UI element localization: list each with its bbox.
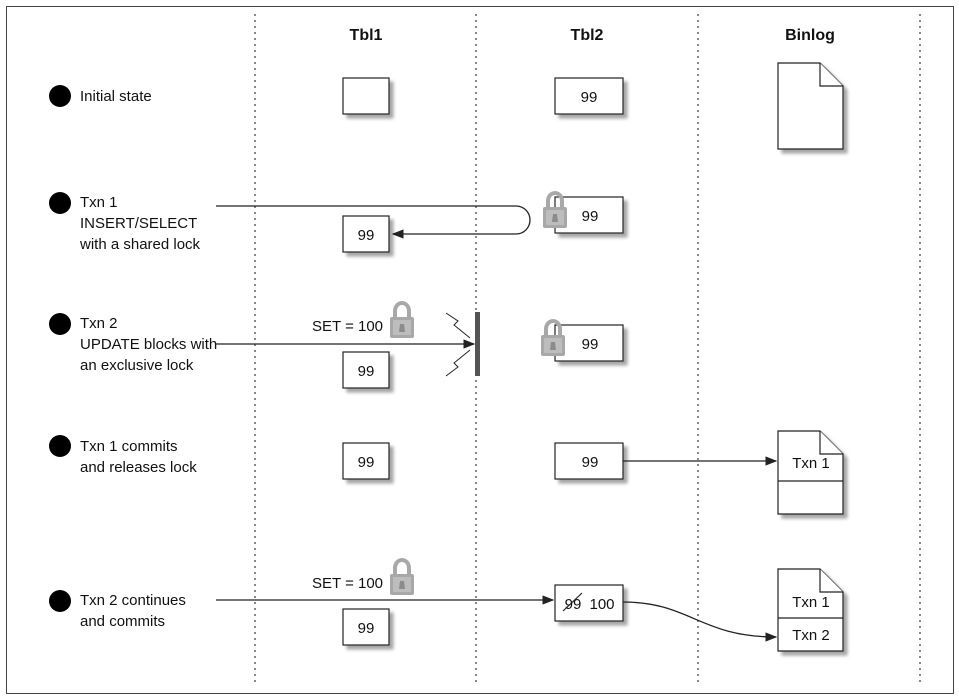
tbl1-value-step-4: 99 [358,454,375,471]
column-separators [254,14,921,684]
bullet-step-5 [49,590,71,612]
binlog-fold-step-4 [819,431,843,455]
step-3-label-line-3: an exclusive lock [80,357,194,374]
tbl1-box-initial [342,77,390,115]
select-arrow-step-2 [216,205,531,239]
bullet-step-1 [49,85,71,107]
block-zigzag-bottom [445,349,471,377]
tbl2-box-step-3 [554,324,624,362]
step-4-label-line-2: and releases lock [80,459,197,476]
tbl2-old-value-step-5: 99 [565,596,582,613]
padlock-icon-shared-step-3 [539,319,567,358]
tbl1-box-step-4 [342,442,390,480]
set-label-step-3: SET = 100 [312,318,383,335]
binlog-fold-step-5 [819,569,843,593]
tbl2-box-step-5 [554,584,624,622]
step-2-label-line-2: INSERT/SELECT [80,215,197,232]
bullet-step-3 [49,313,71,335]
binlog-entry-step-4-1: Txn 1 [792,455,830,472]
step-4-label-line-1: Txn 1 commits [80,438,178,455]
commit-arrow-step-5 [622,601,778,642]
tbl1-box-step-3 [342,351,390,389]
step-2-label-line-1: Txn 1 [80,194,118,211]
tbl1-value-step-5: 99 [358,620,375,637]
blocking-wall [475,312,480,376]
binlog-entry-step-5-2: Txn 2 [792,627,830,644]
step-5-label-line-2: and commits [80,613,165,630]
strikethrough-old-value [562,592,583,612]
binlog-fold-initial [819,63,843,87]
tbl1-box-step-5 [342,608,390,646]
binlog-entry-step-5-1: Txn 1 [792,594,830,611]
block-zigzag-top [445,312,471,339]
set-label-step-5: SET = 100 [312,575,383,592]
padlock-icon-exclusive-step-3 [388,301,416,340]
tbl2-value-step-3: 99 [582,336,599,353]
header-tbl2: Tbl2 [571,27,604,44]
tbl1-value-step-2: 99 [358,227,375,244]
header-tbl1: Tbl1 [350,27,383,44]
binlog-document-icon-initial [777,62,844,150]
bullet-step-2 [49,192,71,214]
tbl2-value-initial: 99 [581,89,598,106]
padlock-icon-exclusive-step-5 [388,558,416,597]
tbl2-value-step-4: 99 [582,454,599,471]
diagram-frame [6,6,954,694]
header-binlog: Binlog [785,27,835,44]
step-1-label: Initial state [80,88,152,105]
step-3-label-line-1: Txn 2 [80,315,118,332]
step-5-label-line-1: Txn 2 continues [80,592,186,609]
step-bullets [49,85,71,612]
step-3-label-line-2: UPDATE blocks with [80,336,217,353]
binlog-document-icon-step-4 [777,430,844,515]
step-2-label-line-3: with a shared lock [79,236,201,253]
tbl2-value-step-2: 99 [582,208,599,225]
tbl2-new-value-step-5: 100 [589,596,614,613]
tbl2-box-initial [554,77,624,115]
tbl1-value-step-3: 99 [358,363,375,380]
bullet-step-4 [49,435,71,457]
tbl1-box-step-2 [342,215,390,253]
